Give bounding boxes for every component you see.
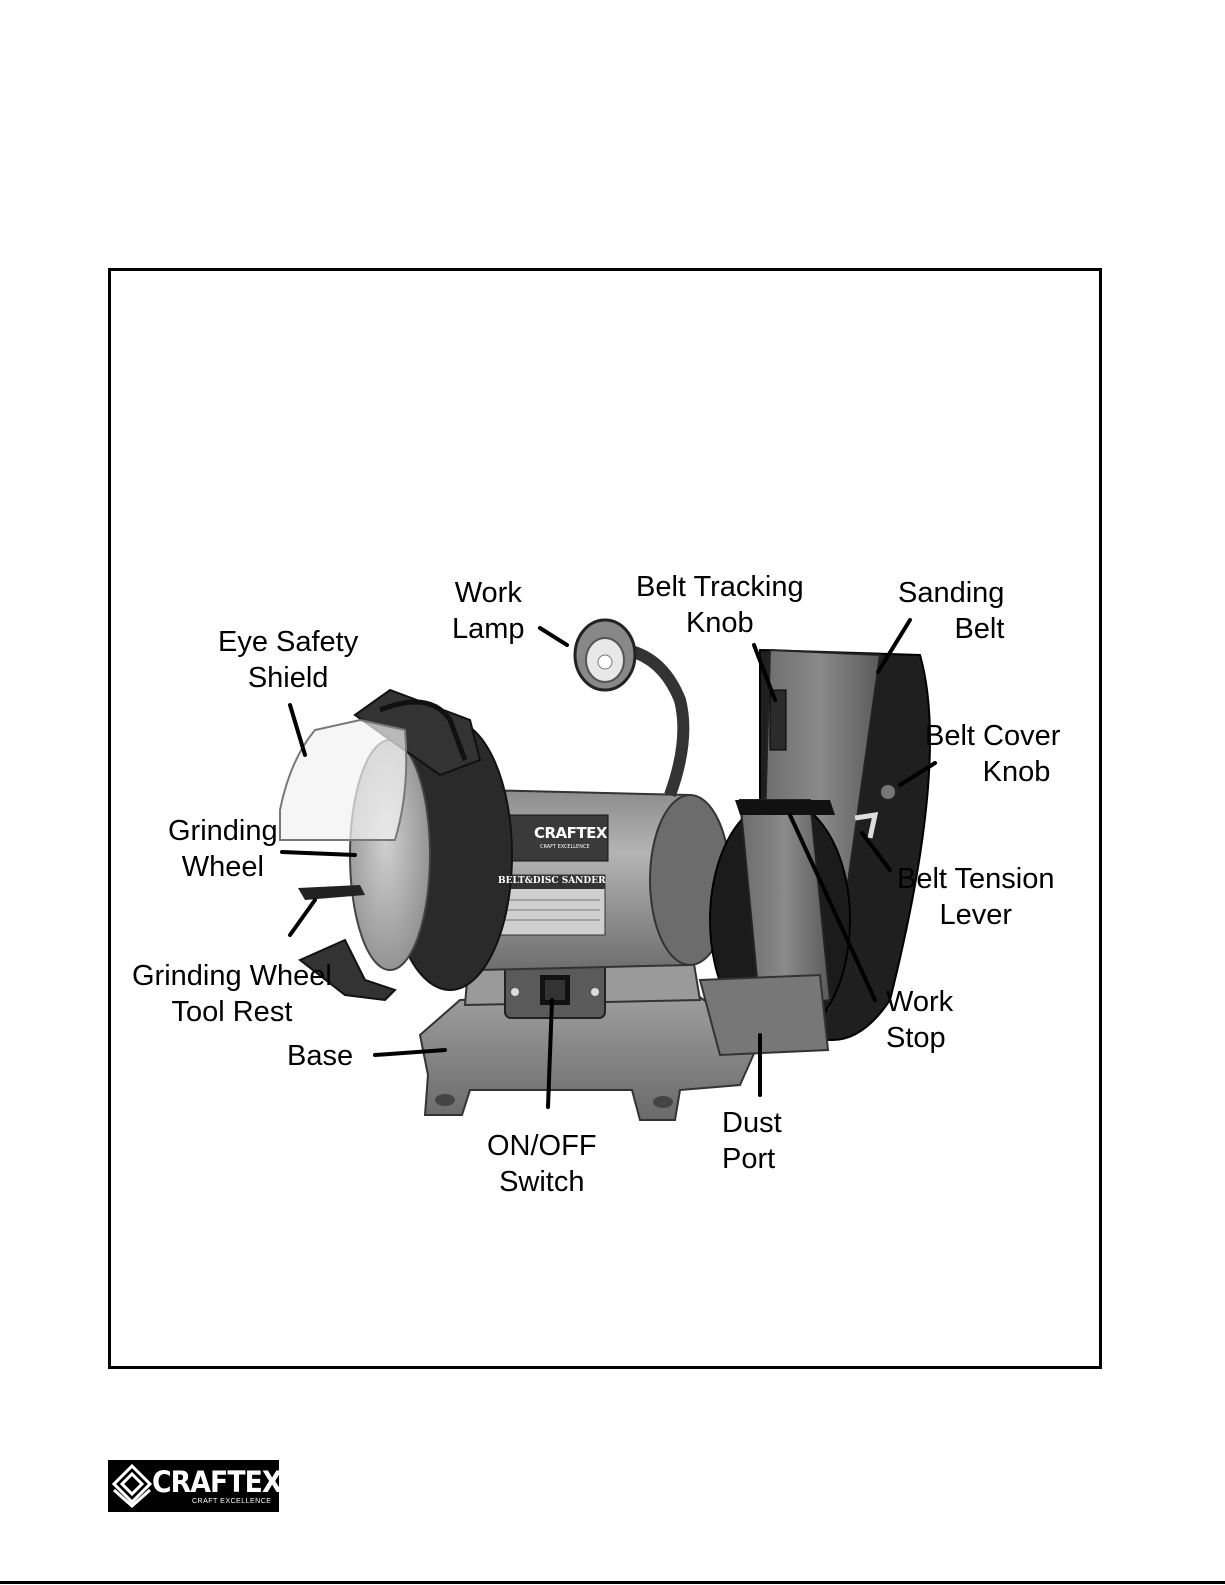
label-on-off-switch: ON/OFF Switch [487, 1128, 597, 1200]
machine-nameplate: BELT&DISC SANDER [498, 876, 602, 886]
machine-brand-badge: CRAFTEX CRAFT EXCELLENCE [534, 818, 606, 858]
footer-brand-text: CRAFTEX [152, 1466, 282, 1498]
craftex-diamond-icon [112, 1464, 152, 1508]
label-work-lamp: Work Lamp [452, 575, 525, 647]
label-belt-cover-knob: Belt Cover Knob [925, 718, 1060, 790]
label-work-stop: Work Stop [886, 984, 953, 1056]
craftex-footer-logo: CRAFTEX CRAFT EXCELLENCE [108, 1460, 279, 1512]
work-lamp-assembly [575, 620, 683, 795]
label-belt-tension-lever: Belt Tension Lever [897, 861, 1054, 933]
machine-brand-tagline: CRAFT EXCELLENCE [540, 844, 590, 850]
label-eye-safety-shield: Eye Safety Shield [218, 624, 358, 696]
machine-brand-text: CRAFTEX [534, 824, 607, 842]
label-belt-tracking-knob: Belt Tracking Knob [636, 569, 804, 641]
footer-brand-tagline: CRAFT EXCELLENCE [192, 1498, 271, 1506]
page-bottom-rule [0, 1581, 1225, 1584]
label-sanding-belt: Sanding Belt [898, 575, 1004, 647]
label-grinding-wheel: Grinding Wheel [168, 813, 278, 885]
label-base: Base [287, 1038, 353, 1074]
label-grinding-wheel-tool-rest: Grinding Wheel Tool Rest [132, 958, 332, 1030]
label-dust-port: Dust Port [722, 1105, 782, 1177]
